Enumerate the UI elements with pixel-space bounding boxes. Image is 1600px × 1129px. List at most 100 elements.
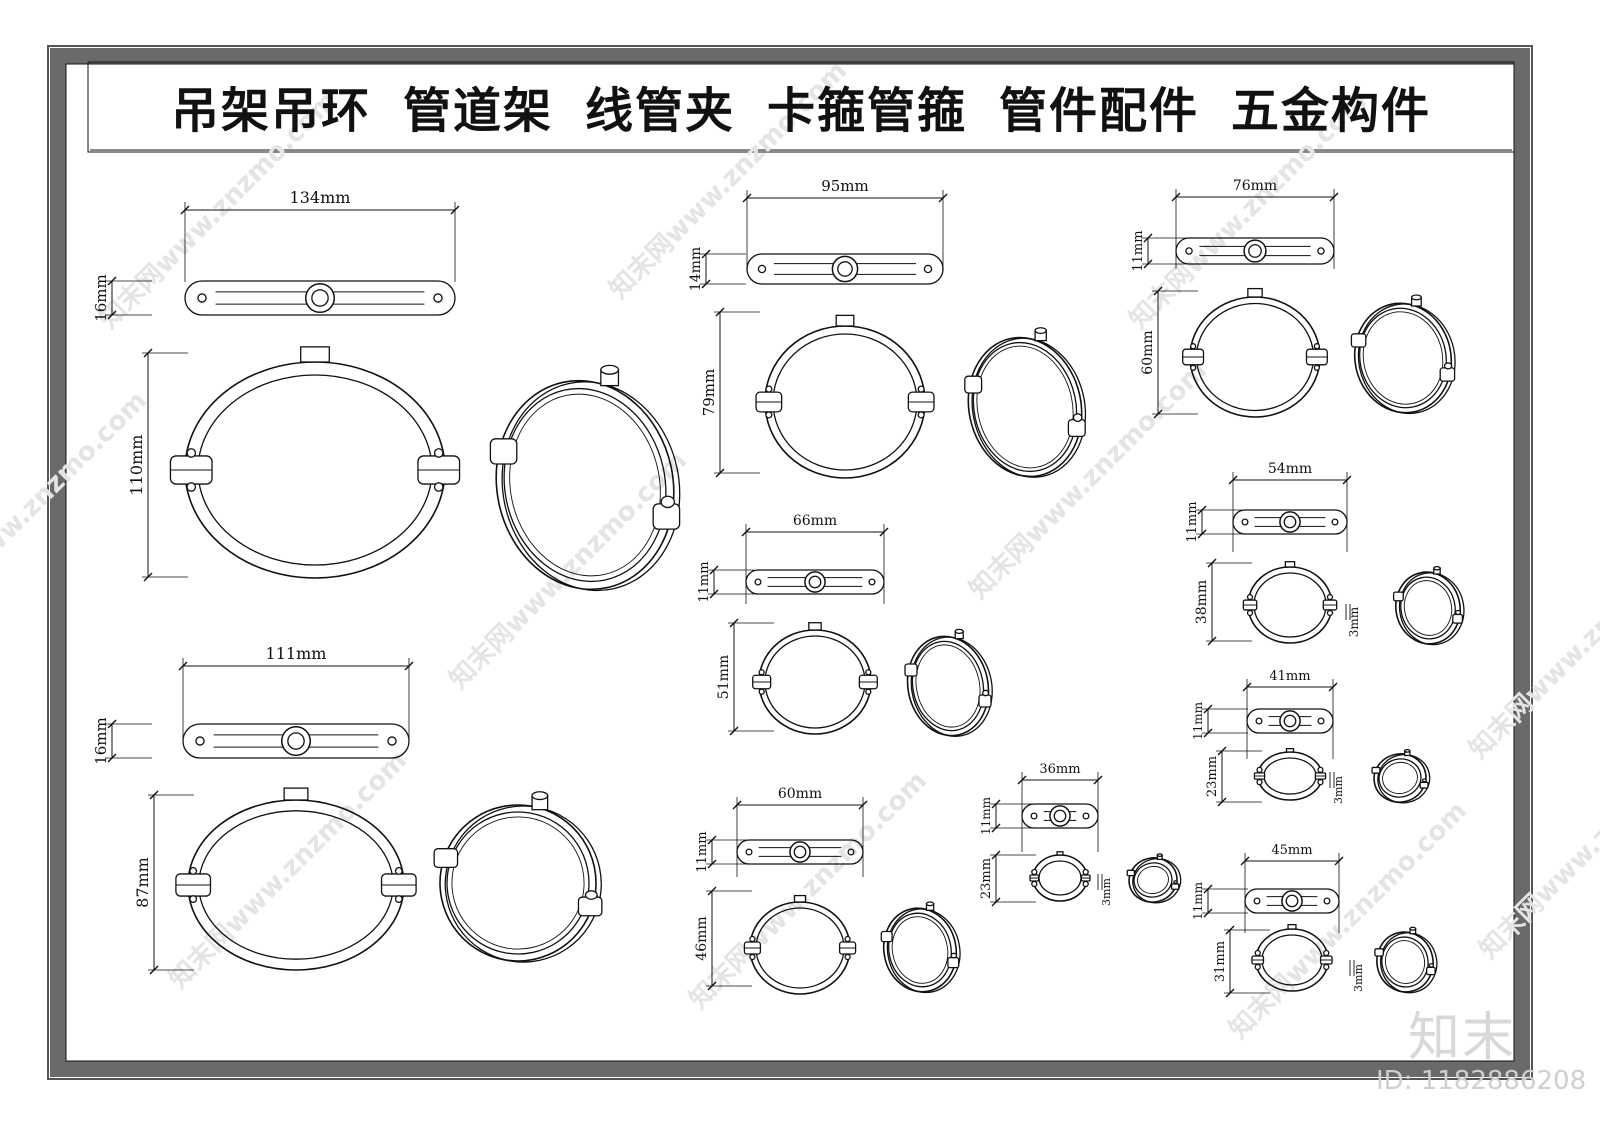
dimension-tick [450, 205, 460, 215]
ring-inner-edge [1382, 761, 1418, 795]
ring-outer [1373, 753, 1427, 803]
strap-outline [746, 253, 944, 285]
boss-top [954, 628, 964, 635]
bolt-nut [1313, 364, 1321, 371]
strap-nut [1243, 239, 1267, 263]
dimension-tick [732, 800, 742, 810]
clamp-front-view [743, 894, 857, 995]
threaded-boss [1056, 851, 1064, 856]
ring-back [1357, 303, 1456, 415]
bolt-lug-right [577, 896, 603, 917]
bolt-lug-right [1170, 883, 1180, 890]
ring-outer [1376, 931, 1434, 993]
bolt-nut [433, 482, 444, 492]
clamp-iso-view [880, 901, 961, 994]
bolt-nut [1031, 880, 1038, 888]
strap-nut [1279, 710, 1301, 732]
strap-outline [1175, 237, 1335, 265]
dimension-tick [742, 193, 752, 203]
title-part-3: 线管夹 [584, 83, 735, 139]
bolt-head [917, 385, 925, 393]
dimension-tick [709, 589, 719, 599]
strap-hole [1030, 812, 1038, 820]
bolt-lug-right [947, 956, 960, 969]
dimension-tick [1217, 746, 1227, 756]
bolt-lug-left [489, 438, 518, 465]
dimension-tick [1228, 475, 1238, 485]
watermark-text: 知末网www.znzmo.com [444, 446, 693, 695]
boss-top [925, 901, 935, 907]
znzmo-logo: 知末 [1408, 1008, 1517, 1068]
ring-outer [1032, 854, 1088, 902]
clamp-front-view [755, 314, 935, 479]
bolt-nut [394, 895, 403, 904]
bolt-lug-left [1374, 948, 1384, 957]
dimension-tick [707, 981, 717, 991]
bolt-lug-right [1452, 613, 1464, 624]
strap-hole [197, 293, 207, 303]
bolt-nut [917, 411, 925, 419]
dimension-tick [741, 527, 751, 537]
ring-inner-edge [1384, 940, 1426, 984]
bolt-nut [865, 688, 872, 695]
ring-inner-edge [1403, 580, 1453, 636]
title-part-5: 管件配件 [999, 83, 1200, 139]
bolt-lug-right [1439, 367, 1456, 382]
ring-back [886, 908, 961, 994]
threaded-boss [300, 346, 330, 363]
dimension-label: 11mm [697, 561, 712, 602]
dimension-tick [707, 886, 717, 896]
strap-nut-hole [793, 845, 807, 859]
dimension-label: 38mm [1194, 580, 1210, 624]
bolt-lug-left [1371, 766, 1381, 774]
dimension-tick [1203, 728, 1213, 738]
strap-outline [1021, 803, 1099, 829]
dimension-tick [991, 897, 1001, 907]
strap-hole [1082, 812, 1090, 820]
bolt-lug-left [1350, 333, 1367, 348]
strap-hole [1241, 518, 1249, 526]
clamp-iso-view [964, 327, 1087, 478]
dimension-label: 134mm [290, 188, 351, 207]
clamp-front-view [1253, 747, 1327, 801]
dimension-tick [107, 310, 117, 320]
bolt-lug-left [904, 663, 918, 677]
dimension-label: 41mm [1269, 669, 1310, 684]
dimension-tick [1153, 286, 1163, 296]
gap-label: 3mm [1332, 776, 1345, 804]
boss-top [1156, 853, 1163, 857]
gap-label: 3mm [1352, 964, 1365, 992]
parts-layer: 134mm16mm110mm111mm16mm87mm95mm14mm79mm6… [92, 177, 1465, 998]
bolt-head [186, 448, 197, 458]
strap-nut [789, 841, 811, 863]
dimension-tick [149, 790, 159, 800]
title-part-4: 卡箍管箍 [767, 83, 968, 139]
dimension-tick [858, 800, 868, 810]
clamp-iso-view [489, 364, 681, 592]
clamp-iso-view [1126, 853, 1182, 904]
dimension-label: 46mm [694, 916, 710, 960]
ring-inner [911, 640, 985, 732]
boss-top [531, 791, 549, 801]
outer-frame [47, 45, 1533, 1080]
dimension-tick [729, 618, 739, 628]
ring-inner [772, 333, 918, 471]
ring-back [1398, 572, 1465, 646]
dimension-label: 60mm [1140, 330, 1156, 374]
strap-hole [1253, 897, 1261, 905]
mounting-strap [184, 280, 456, 316]
ring-inner [972, 341, 1078, 473]
bolt-head [660, 495, 675, 509]
ring-inner [1400, 576, 1456, 640]
ring-outer [1257, 751, 1323, 801]
dimension-tick [1143, 233, 1153, 243]
ring-outer [1247, 566, 1333, 644]
clamp-front-view [169, 346, 461, 579]
dimension-label: 51mm [716, 655, 732, 699]
dimension-tick [149, 965, 159, 975]
strap-nut-hole [837, 261, 853, 277]
ring-inner [1263, 757, 1317, 795]
threaded-boss [1247, 287, 1263, 298]
dimension-tick [1093, 775, 1103, 785]
